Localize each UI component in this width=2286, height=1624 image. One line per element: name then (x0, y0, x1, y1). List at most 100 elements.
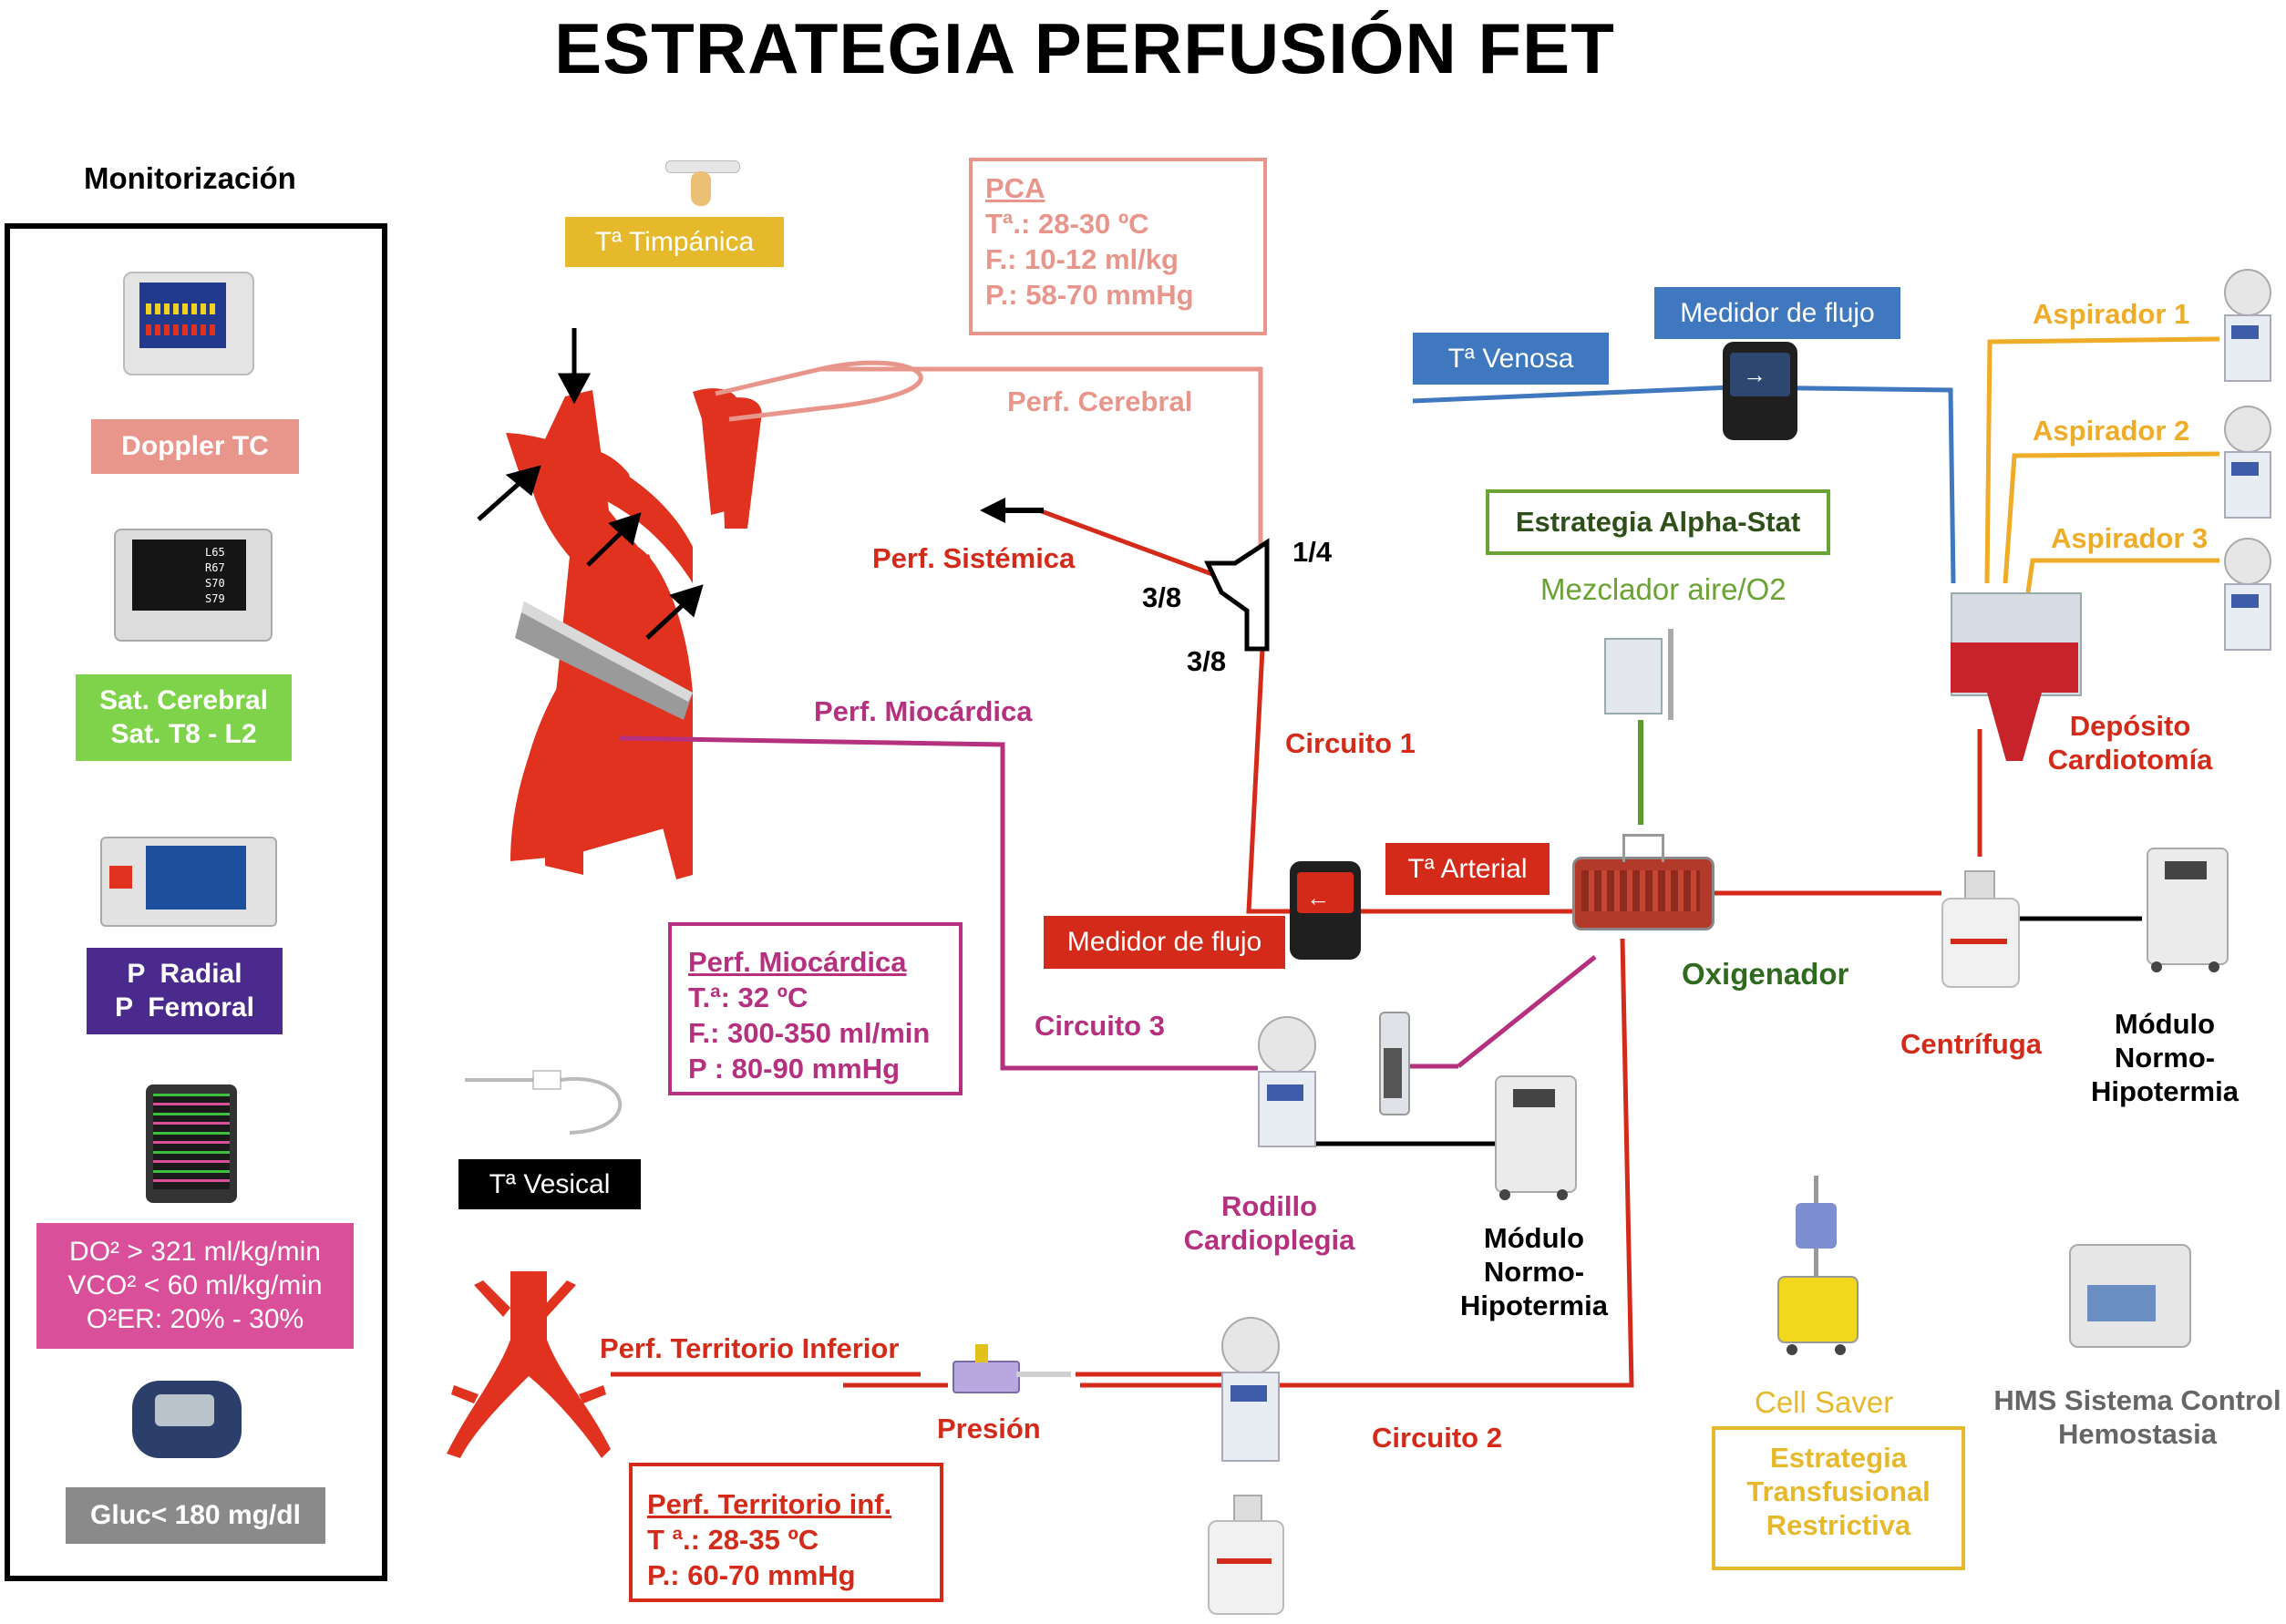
modulo1-line1: Módulo (1483, 1222, 1585, 1254)
rodillo-label: Rodillo Cardioplegia (1171, 1189, 1367, 1257)
pca-title: PCA (985, 172, 1045, 204)
tablet-monitor-icon (146, 1084, 242, 1212)
page-title: ESTRATEGIA PERFUSIÓN FET (554, 8, 1615, 88)
aorta-drawing (506, 388, 762, 879)
heater-cooler-module-2-icon (1495, 1075, 1577, 1203)
transfusion-strategy-box: Estrategia Transfusional Restrictiva (1712, 1426, 1965, 1570)
cardioplegia-filter-icon (1375, 1012, 1411, 1116)
perf-inf-pressure: P.: 60-70 mmHg (647, 1559, 856, 1591)
perf-territorio-inferior-label: Perf. Territorio Inferior (600, 1332, 900, 1364)
doppler-device-icon (123, 272, 269, 385)
perf-miocardica-box: Perf. Miocárdica T.ª: 32 ºC F.: 300-350 … (668, 922, 963, 1095)
heater-cooler-module-1-icon (2147, 848, 2229, 975)
perf-mio-flow: F.: 300-350 ml/min (688, 1017, 931, 1049)
lower-centrifuge-icon (1208, 1495, 1285, 1618)
p-radial-label: P Radial (127, 959, 242, 989)
pca-temp: Tª.: 28-30 ºC (985, 208, 1149, 240)
vesical-temp-tag: Tª Vesical (458, 1159, 641, 1209)
tympanic-temp-tag: Tª Timpánica (565, 217, 784, 267)
aspirator1-pump-icon (2224, 269, 2271, 383)
o2er-value: O²ER: 20% - 30% (86, 1304, 304, 1334)
saturation-tag: Sat. Cerebral Sat. T8 - L2 (76, 674, 292, 761)
modulo1-label: Módulo Normo- Hipotermia (1438, 1221, 1630, 1322)
aspirador1-label: Aspirador 1 (2033, 298, 2190, 330)
perf-inf-title: Perf. Territorio inf. (647, 1488, 892, 1520)
monitoring-panel (5, 223, 387, 1581)
pressure-tag: P Radial P Femoral (87, 948, 283, 1034)
hms-label: HMS Sistema Control Hemostasia (1992, 1383, 2283, 1451)
vco2-value: VCO² < 60 ml/kg/min (67, 1270, 323, 1300)
cell-saver-label: Cell Saver (1755, 1385, 1894, 1419)
mezclador-label: Mezclador aire/O2 (1540, 572, 1787, 606)
circuito3-label: Circuito 3 (1035, 1010, 1165, 1042)
perf-territorio-inf-box: Perf. Territorio inf. T ª.: 28-35 ºC P.:… (629, 1463, 943, 1602)
pca-box: PCA Tª.: 28-30 ºC F.: 10-12 ml/kg P.: 58… (969, 158, 1267, 335)
alpha-stat-box: Estrategia Alpha-Stat (1486, 489, 1830, 555)
lower-roller-pump-icon (1221, 1317, 1281, 1463)
alpha-stat-label: Estrategia Alpha-Stat (1515, 506, 1801, 538)
perf-cerebral-label: Perf. Cerebral (1007, 385, 1193, 417)
rodillo-line2: Cardioplegia (1183, 1224, 1355, 1256)
cardioplegia-roller-pump-icon (1258, 1016, 1317, 1148)
centrifuga-label: Centrífuga (1900, 1028, 2042, 1060)
myocardial-line (619, 735, 1597, 1071)
deposito-line2: Cardiotomía (2047, 744, 2213, 776)
presion-label: Presión (937, 1413, 1041, 1444)
hms-device-icon (2069, 1244, 2192, 1349)
hms-line1: HMS Sistema Control (1993, 1384, 2281, 1416)
arrows (477, 328, 704, 640)
glucose-tag: Gluc< 180 mg/dl (66, 1487, 325, 1544)
glucometer-icon (132, 1381, 251, 1463)
hms-line2: Hemostasia (2057, 1418, 2218, 1450)
size-3-8-label-b: 3/8 (1187, 645, 1227, 677)
arterial-flowmeter-icon: ← (1290, 861, 1363, 961)
aspirator-lines (1984, 336, 2220, 593)
tympanic-probe-icon (665, 135, 747, 208)
modulo2-line1: Módulo (2114, 1008, 2216, 1040)
perf-mio-pressure: P : 80-90 mmHg (688, 1053, 901, 1084)
size-3-8-label-a: 3/8 (1142, 581, 1182, 613)
modulo1-line2: Normo- (1483, 1256, 1585, 1288)
sat-cerebral-label: Sat. Cerebral (98, 685, 269, 715)
aspirator3-pump-icon (2224, 538, 2271, 652)
pca-pressure: P.: 58-70 mmHg (985, 279, 1194, 311)
size-1-4-label: 1/4 (1292, 536, 1333, 568)
pressure-transducer-icon (925, 1344, 1076, 1403)
perf-inf-temp: T ª.: 28-35 ºC (647, 1524, 819, 1556)
doppler-tag: Doppler TC (91, 419, 299, 474)
y-connector (1204, 538, 1270, 652)
module-lines (1313, 916, 2142, 1146)
venous-line (1412, 385, 1956, 584)
deposito-label: Depósito Cardiotomía (2025, 709, 2235, 776)
monitoring-heading: Monitorización (84, 161, 296, 195)
aspirador2-label: Aspirador 2 (2033, 415, 2190, 447)
deposito-line1: Depósito (2069, 710, 2191, 742)
pca-flow: F.: 10-12 ml/kg (985, 243, 1179, 275)
do2-value: DO² > 321 ml/kg/min (69, 1237, 321, 1267)
oxygen-delivery-tag: DO² > 321 ml/kg/min VCO² < 60 ml/kg/min … (36, 1223, 354, 1349)
modulo1-line3: Hipotermia (1460, 1290, 1608, 1321)
centrifuge-pump-icon (1941, 870, 2020, 989)
pressure-monitor-icon (100, 829, 278, 930)
iliac-drawing (447, 1271, 611, 1458)
aspirador3-label: Aspirador 3 (2051, 522, 2209, 554)
oxigenador-label: Oxigenador (1682, 957, 1849, 991)
perf-mio-title: Perf. Miocárdica (688, 946, 907, 978)
perf-miocardica-label: Perf. Miocárdica (814, 695, 1033, 727)
venous-temp-tag: Tª Venosa (1413, 333, 1609, 385)
venous-flowmeter-icon: → (1723, 342, 1800, 442)
aspirator2-pump-icon (2224, 406, 2271, 519)
perf-mio-temp: T.ª: 32 ºC (688, 982, 808, 1013)
gas-blender-icon (1604, 629, 1677, 720)
cerebral-line (715, 360, 1263, 565)
bladder-catheter-icon (460, 1062, 638, 1139)
perf-sistemica-label: Perf. Sistémica (872, 542, 1076, 574)
modulo2-line3: Hipotermia (2091, 1075, 2239, 1107)
modulo2-label: Módulo Normo- Hipotermia (2074, 1007, 2256, 1108)
p-femoral-label: P Femoral (115, 992, 254, 1023)
arterial-temp-tag: Tª Arterial (1385, 843, 1550, 895)
transfusion-line1: Estrategia (1770, 1442, 1907, 1474)
